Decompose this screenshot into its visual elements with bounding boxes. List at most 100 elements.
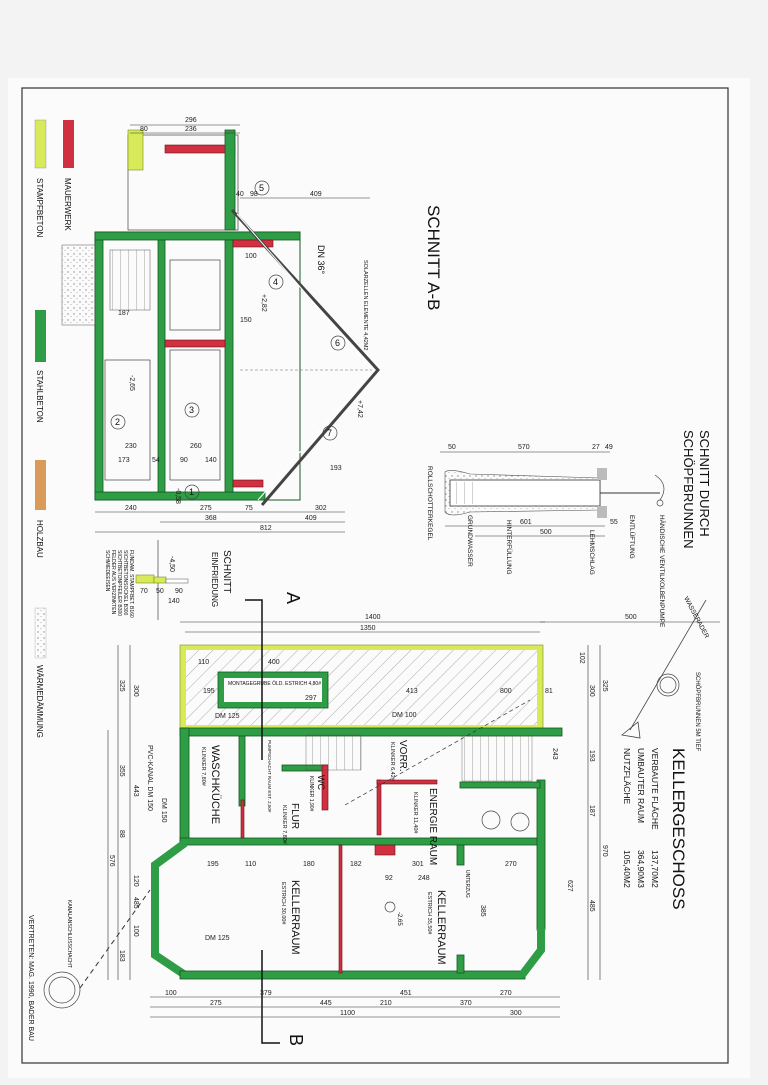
dim: 240: [125, 505, 137, 512]
well-title: SCHÖPFBRUNNEN: [681, 430, 696, 548]
dim: 40: [236, 191, 244, 198]
dim: 236: [185, 126, 197, 133]
dim: 325: [601, 680, 608, 692]
dim: 210: [380, 1000, 392, 1007]
dim: 187: [588, 805, 595, 817]
pipe-label: DM 125: [205, 935, 230, 942]
dim: 270: [500, 990, 512, 997]
montagegrube-label: MONTAGEGRUBE ÖLD. ESTRICH 4,80#: [228, 680, 321, 687]
dim: 576: [108, 855, 115, 867]
dim: 400: [268, 659, 280, 666]
level-mark: -4,50: [168, 556, 175, 572]
well-label: HÄNDISCHE VENTILKOLBENPUMPE: [658, 515, 666, 628]
dim: 193: [588, 750, 595, 762]
dim: 102: [578, 652, 585, 664]
marker-4: 4: [273, 277, 278, 287]
legend-swatch-mauerwerk: [63, 120, 74, 168]
room-finish: KLINKER 7,80#: [200, 747, 206, 787]
dim: 260: [190, 443, 202, 450]
dim: 81: [545, 688, 553, 695]
well-label: ROLLSCHOTTERKEGEL: [426, 466, 433, 541]
legend-swatch-holzbau: [35, 460, 46, 510]
well-title: SCHNITT DURCH: [697, 430, 712, 537]
dim: 300: [588, 685, 595, 697]
pipe-label: DM 100: [392, 712, 417, 719]
dim: 49: [605, 444, 613, 451]
dim: 451: [400, 990, 412, 997]
legend-label: STAHLBETON: [35, 370, 44, 423]
legend-label: MAUERWERK: [63, 178, 72, 231]
fence-section: 70 50 90 140 SCHNITT EINFRIEDUNG FUNDAM.…: [104, 540, 232, 620]
well-section: SCHNITT DURCH SCHÖPFBRUNNEN 50 570 27 49…: [426, 430, 712, 628]
well-label: GRUNDWASSER: [466, 515, 473, 567]
dim: 300: [510, 1010, 522, 1017]
dim: 110: [198, 659, 209, 666]
legend-label: WÄRMEDÄMMUNG: [35, 665, 44, 738]
well-label: HINTERFÜLLUNG: [505, 520, 513, 575]
fence-title: SCHNITT: [221, 550, 232, 593]
stat-label: VERBAUTE FLÄCHE: [650, 748, 660, 830]
dim: 98: [250, 191, 258, 198]
legend-swatch-daemmung: [34, 607, 47, 659]
room-flur: FLUR: [289, 803, 300, 829]
dim: 355: [118, 765, 125, 777]
dim: 88: [118, 830, 125, 838]
dim: 443: [132, 785, 139, 797]
pipe-label: DM 125: [215, 713, 240, 720]
unterzug-label: UNTERZUG: [464, 870, 470, 898]
room-finish: KLINKER 1,90#: [308, 776, 314, 812]
pump-room-label: PUMPSCHACHT RAUM EST. 2,50#: [267, 740, 272, 813]
dim: 248: [418, 875, 430, 882]
room-waschkueche: WASCHKÜCHE: [209, 745, 221, 824]
dim: 50: [156, 588, 164, 595]
legend-swatch-stampfbeton: [34, 119, 47, 169]
marker-3: 3: [189, 405, 194, 415]
dim: 296: [185, 117, 197, 124]
well-plan-label: SCHÖPFBRUNNEN 5M TIEF: [694, 672, 701, 752]
dim: 812: [260, 525, 272, 532]
fence-note: FELDER AUS VERZINKTEN: [110, 550, 116, 615]
dim: 54: [152, 457, 160, 464]
plan-title: KELLERGESCHOSS: [669, 748, 688, 910]
dim: 55: [610, 519, 618, 526]
room-finish: ESTRICH 35,50#: [426, 892, 432, 935]
dim: 413: [406, 688, 418, 695]
dim: 379: [260, 990, 272, 997]
legend-swatch-stahlbeton: [35, 310, 46, 362]
fence-note: FUNDAM. STAMPFBET. B160: [128, 550, 134, 618]
cut-marker-b: B: [286, 1034, 306, 1046]
sheet-border: [21, 87, 729, 1064]
level-mark: +2,82: [260, 294, 267, 312]
dim: 627: [566, 880, 573, 892]
dim: 80: [140, 126, 148, 133]
room-kellerraum-2: KELLERRAUM: [435, 890, 447, 965]
pipe-label: PVC-KANAL DM 150: [146, 745, 153, 811]
fence-note: SICHTBETONSOCKEL B300: [122, 550, 128, 616]
room-wc: WC: [316, 775, 326, 790]
dim: 270: [505, 861, 517, 868]
marker-2: 2: [115, 417, 120, 427]
marker-1: 1: [189, 487, 194, 497]
roof-pitch-label: DN 36°: [316, 245, 326, 275]
legend-label: STAMPFBETON: [35, 178, 44, 237]
dim: 370: [460, 1000, 472, 1007]
dim: 301: [412, 861, 424, 868]
dim: 275: [200, 505, 212, 512]
dim: 970: [601, 845, 608, 857]
stat-label: UMBAUTER RAUM: [636, 748, 646, 823]
room-finish: KLINKER 6,42#: [389, 742, 395, 782]
dim: 173: [118, 457, 130, 464]
room-kellerraum-1: KELLERRAUM: [289, 880, 301, 955]
sewer-label: KANALANSCHLUSSCHACHT: [66, 900, 72, 968]
basement-plan: KELLERGESCHOSS VERBAUTE FLÄCHE 137,70M2 …: [43, 592, 720, 1046]
dim: 1100: [340, 1010, 355, 1017]
fence-note: SCHMIEDEEISEN: [104, 550, 110, 592]
dim: 120: [132, 875, 139, 887]
dim: 570: [518, 444, 530, 451]
stat-value: 364,90M3: [636, 850, 646, 888]
stat-value: 137,70M2: [650, 850, 660, 888]
dim: 368: [205, 515, 217, 522]
dim: 409: [305, 515, 317, 522]
fence-note: SICHTBETONPFEILER B300: [116, 550, 122, 616]
section-title: SCHNITT A-B: [424, 205, 443, 310]
